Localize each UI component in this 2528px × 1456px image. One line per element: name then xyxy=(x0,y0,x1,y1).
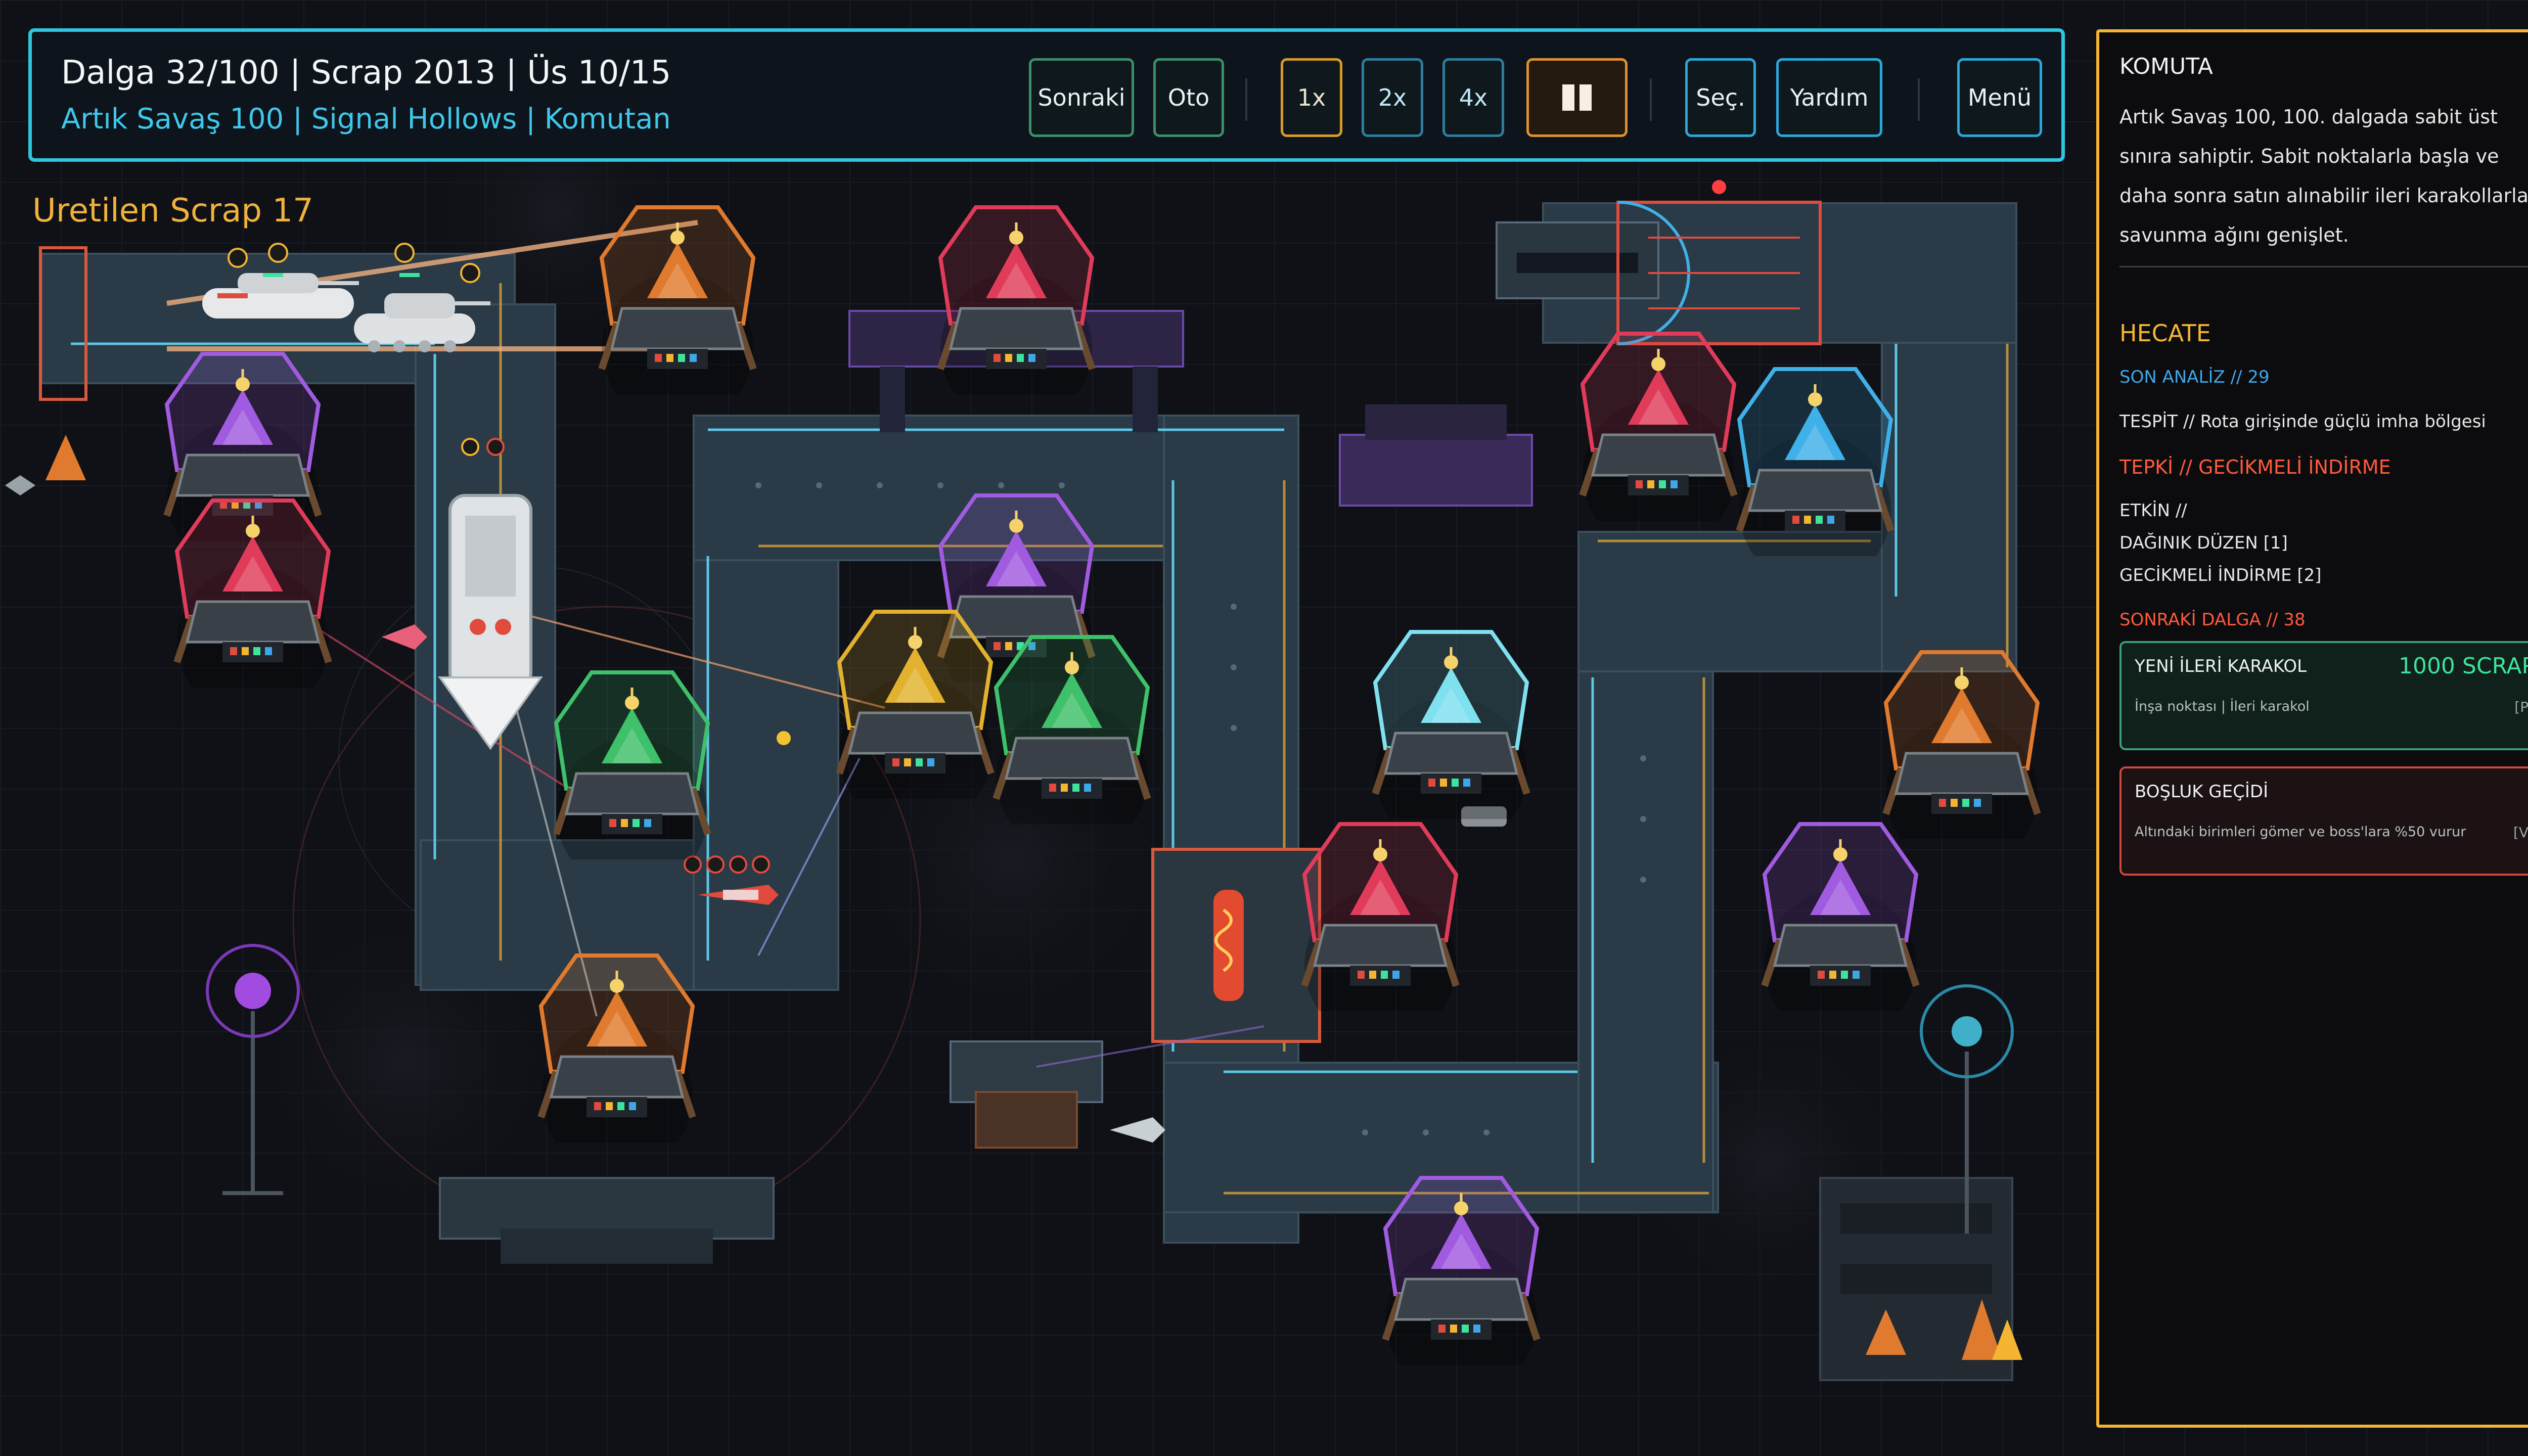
tower-red-pylon[interactable] xyxy=(1294,814,1466,1011)
tower-green-emitter[interactable] xyxy=(986,627,1158,824)
effective-label: ETKİN // xyxy=(2119,500,2187,521)
speed-2x-button[interactable]: 2x xyxy=(1362,58,1423,137)
pause-icon xyxy=(1562,84,1592,111)
tower-red-pylon[interactable] xyxy=(1572,324,1744,521)
card-title: YENİ İLERİ KARAKOL xyxy=(2135,656,2307,676)
panel-description: Artık Savaş 100, 100. dalgada sabit üst … xyxy=(2119,106,2528,246)
next-wave-button[interactable]: Sonraki xyxy=(1029,58,1134,137)
status-effect-icons xyxy=(461,438,505,456)
mode-map-difficulty: Artık Savaş 100 | Signal Hollows | Komut… xyxy=(61,103,671,135)
void-gate-card[interactable]: BOŞLUK GEÇİDİ Altındaki birimleri gömer … xyxy=(2119,766,2528,876)
enemy-scout[interactable] xyxy=(1456,799,1517,834)
enemy-tank[interactable] xyxy=(344,283,495,359)
card-title: BOŞLUK GEÇİDİ xyxy=(2135,782,2269,802)
enemy-boss-mech[interactable] xyxy=(435,485,546,758)
top-hud: Dalga 32/100 | Scrap 2013 | Üs 10/15 Art… xyxy=(28,28,2065,162)
divider xyxy=(2119,266,2528,267)
tower-cyan-beacon[interactable] xyxy=(1729,359,1901,556)
analysis-line: SON ANALİZ // 29 xyxy=(2119,367,2270,387)
help-button[interactable]: Yardım xyxy=(1776,58,1882,137)
menu-button[interactable]: Menü xyxy=(1957,58,2042,137)
enemy-walker[interactable] xyxy=(0,465,40,506)
tower-violet-crystal[interactable] xyxy=(930,485,1102,682)
effective-item-2: GECİKMELİ İNDİRME [2] xyxy=(2119,565,2322,585)
separator xyxy=(1245,78,1247,121)
detection-line: TESPİT // Rota girişinde güçlü imha bölg… xyxy=(2119,412,2486,432)
next-wave-line: SONRAKİ DALGA // 38 xyxy=(2119,610,2306,630)
card-cost: 1000 SCRAP xyxy=(2398,653,2528,679)
card-hotkey: [P] xyxy=(2514,699,2528,715)
speed-4x-button[interactable]: 4x xyxy=(1442,58,1504,137)
separator xyxy=(1918,78,1920,121)
effective-item-1: DAĞINIK DÜZEN [1] xyxy=(2119,533,2288,553)
tower-ice-crystal[interactable] xyxy=(1365,622,1537,819)
card-desc: Altındaki birimleri gömer ve boss'lara %… xyxy=(2135,824,2466,840)
scrap-coin[interactable] xyxy=(774,728,794,748)
tower-red-pylon[interactable] xyxy=(167,490,339,688)
wave-scrap-base-status: Dalga 32/100 | Scrap 2013 | Üs 10/15 xyxy=(61,54,671,92)
tower-red-pylon[interactable] xyxy=(930,197,1102,394)
tower-bronze-cannon[interactable] xyxy=(592,197,763,394)
tower-bronze-cannon[interactable] xyxy=(1876,642,2048,839)
tower-bronze-cannon[interactable] xyxy=(531,945,703,1143)
enemy-tank[interactable] xyxy=(192,268,364,334)
response-line: TEPKİ // GECİKMELİ İNDİRME xyxy=(2119,456,2391,478)
ai-name: HECATE xyxy=(2119,320,2211,347)
panel-title: KOMUTA xyxy=(2119,54,2213,79)
speed-1x-button[interactable]: 1x xyxy=(1281,58,1342,137)
select-button[interactable]: Seç. xyxy=(1685,58,1756,137)
status-effect-icons xyxy=(684,855,770,874)
new-outpost-card[interactable]: YENİ İLERİ KARAKOL 1000 SCRAP İnşa nokta… xyxy=(2119,641,2528,750)
auto-button[interactable]: Oto xyxy=(1153,58,1224,137)
tower-green-emitter[interactable] xyxy=(546,662,718,859)
tower-violet-crystal[interactable] xyxy=(1375,1168,1547,1365)
enemy-drone[interactable] xyxy=(693,880,784,910)
card-hotkey: [V] xyxy=(2513,824,2528,841)
enemy-scout[interactable] xyxy=(1107,1112,1168,1148)
status-effect-icons xyxy=(228,243,480,283)
tower-gold-mortar[interactable] xyxy=(829,602,1001,799)
enemy-drone[interactable] xyxy=(379,622,430,652)
command-panel: KOMUTA Artık Savaş 100, 100. dalgada sab… xyxy=(2096,29,2528,1428)
scrap-earned-label: Uretilen Scrap 17 xyxy=(32,192,313,230)
pause-button[interactable] xyxy=(1526,58,1628,137)
card-desc: İnşa noktası | İleri karakol xyxy=(2135,699,2310,714)
separator xyxy=(1650,78,1652,121)
tower-violet-crystal[interactable] xyxy=(1754,814,1926,1011)
